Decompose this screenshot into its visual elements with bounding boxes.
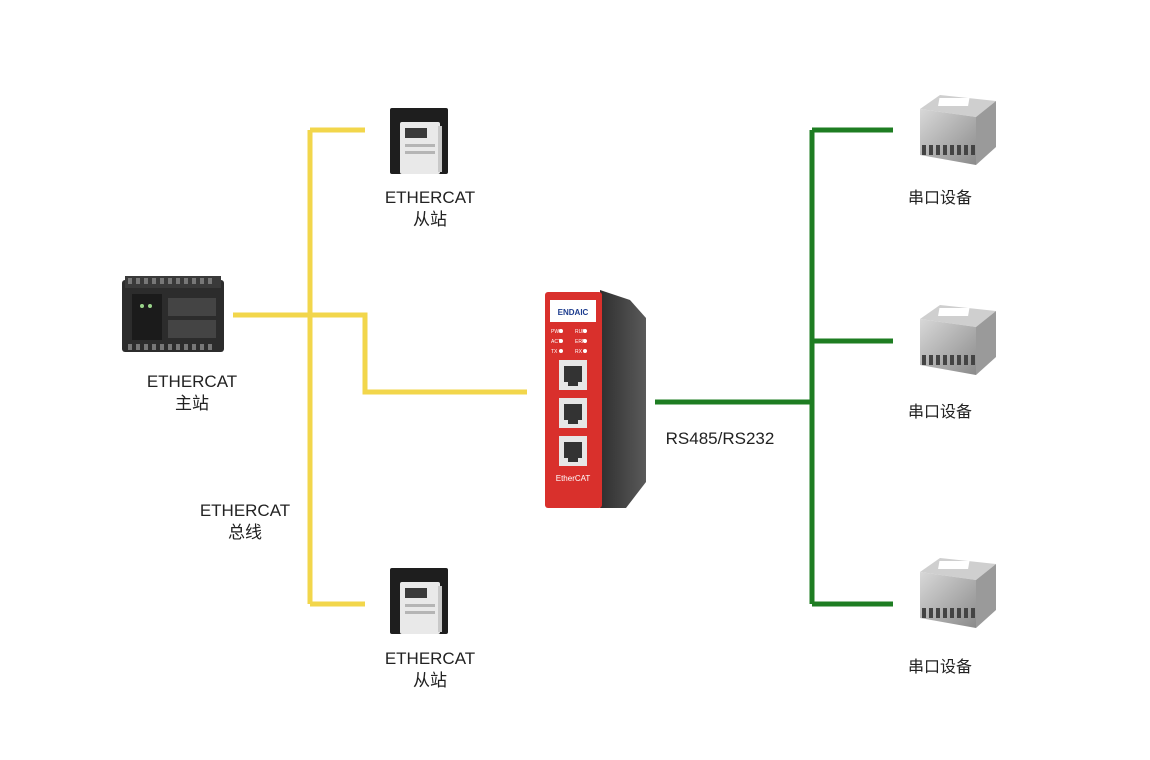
led-label: PWR xyxy=(551,329,563,335)
slave-subtitle: 从站 xyxy=(413,210,447,229)
gateway-brand: ENDAIC xyxy=(558,308,589,317)
serial-module-icon xyxy=(920,95,996,165)
slave-title: ETHERCAT xyxy=(384,649,476,668)
master-label: ETHERCAT 主站 xyxy=(122,371,262,415)
serial-device-label-text: 串口设备 xyxy=(907,404,972,421)
bus-label: ETHERCAT 总线 xyxy=(175,500,315,544)
master-title: ETHERCAT xyxy=(146,372,238,391)
bus-subtitle: 总线 xyxy=(228,523,262,542)
status-led-icon xyxy=(559,339,563,343)
ethercat-bus xyxy=(233,127,527,607)
serial-device-label: 串口设备 xyxy=(880,188,1000,210)
bus-branch-gateway xyxy=(310,312,527,395)
slave-subtitle: 从站 xyxy=(413,671,447,690)
serial-bus xyxy=(655,127,893,607)
serial-module-icon xyxy=(920,558,996,628)
slave-title: ETHERCAT xyxy=(384,188,476,207)
serial-device-label: 串口设备 xyxy=(880,657,1000,679)
led-label: RX xyxy=(575,349,583,355)
serial-device-label-text: 串口设备 xyxy=(907,190,972,207)
link-label-text: RS485/RS232 xyxy=(665,429,775,448)
led-label: ERR xyxy=(575,339,586,345)
slave-label-top: ETHERCAT 从站 xyxy=(360,187,500,231)
gateway-product-label: EtherCAT xyxy=(556,474,591,483)
serial-device-label-text: 串口设备 xyxy=(907,659,972,676)
status-led-icon xyxy=(559,329,563,333)
gateway-ports xyxy=(559,360,587,466)
gateway-device: ENDAIC PWR RUN ACT ERR TX RX EtherCAT xyxy=(545,290,646,508)
led-label: TX xyxy=(551,349,558,355)
serial-device-label: 串口设备 xyxy=(880,402,1000,424)
status-led-icon xyxy=(559,349,563,353)
bus-title: ETHERCAT xyxy=(199,501,291,520)
status-led-icon xyxy=(583,339,587,343)
link-label: RS485/RS232 xyxy=(640,428,800,450)
led-label: RUN xyxy=(575,329,586,335)
servo-drive-icon xyxy=(390,568,448,634)
plc-icon xyxy=(122,276,224,352)
gateway-side xyxy=(600,290,646,508)
led-label: ACT xyxy=(551,339,561,345)
gateway-leds: PWR RUN ACT ERR TX RX xyxy=(551,329,587,355)
serial-module-icon xyxy=(920,305,996,375)
status-led-icon xyxy=(583,349,587,353)
master-subtitle: 主站 xyxy=(175,394,209,413)
slave-label-bottom: ETHERCAT 从站 xyxy=(360,648,500,692)
servo-drive-icon xyxy=(390,108,448,174)
status-led-icon xyxy=(583,329,587,333)
